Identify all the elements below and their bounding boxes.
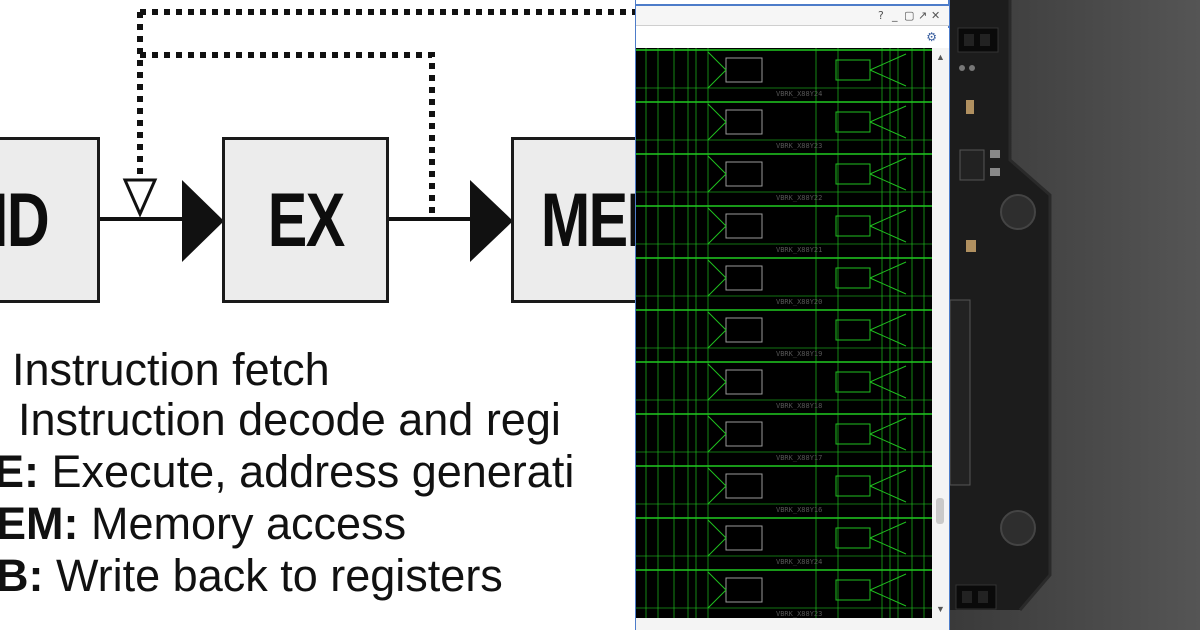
- fanout-route: [707, 363, 907, 401]
- logic-tile: [835, 163, 871, 185]
- legend-ex: E: Execute, address generati: [0, 446, 575, 497]
- fanout-route: [707, 207, 907, 245]
- scroll-up-icon[interactable]: ▲: [936, 52, 945, 62]
- help-button[interactable]: ?: [878, 9, 884, 22]
- tile-label: VBRK_X88Y23: [776, 142, 822, 150]
- tile-label: VBRK_X88Y22: [776, 194, 822, 202]
- circuit-board-photo: [950, 0, 1200, 630]
- fanout-route: [707, 311, 907, 349]
- logic-tile: [835, 579, 871, 601]
- tile-label: VBRK_X88Y17: [776, 454, 822, 462]
- horizontal-scrollbar[interactable]: [636, 618, 949, 630]
- fanout-route: [707, 103, 907, 141]
- logic-tile: [725, 213, 763, 239]
- scroll-thumb[interactable]: [936, 498, 944, 524]
- logic-tile: [725, 577, 763, 603]
- fanout-route: [707, 467, 907, 505]
- tile-label: VBRK_X88Y21: [776, 246, 822, 254]
- legend-id: Instruction decode and regi: [18, 394, 561, 445]
- fanout-route: [707, 51, 907, 89]
- fanout-route: [707, 259, 907, 297]
- fanout-route: [707, 155, 907, 193]
- logic-tile: [725, 265, 763, 291]
- stage-label-id: ID: [0, 177, 50, 263]
- float-button[interactable]: ↗: [918, 9, 928, 22]
- tile-label: VBRK_X88Y24: [776, 558, 822, 566]
- stage-box-id: ID: [0, 137, 100, 303]
- logic-tile: [725, 161, 763, 187]
- minimize-button[interactable]: _: [892, 9, 898, 22]
- logic-tile: [835, 59, 871, 81]
- pipeline-connectors: [100, 9, 635, 262]
- board-graphics: [950, 0, 1200, 630]
- logic-tile: [725, 473, 763, 499]
- logic-tile: [835, 423, 871, 445]
- logic-tile: [835, 319, 871, 341]
- fanout-route: [707, 571, 907, 609]
- logic-tile: [835, 371, 871, 393]
- stage-label-ex: EX: [267, 177, 346, 263]
- fanout-route: [707, 519, 907, 557]
- gear-icon[interactable]: ⚙: [926, 30, 937, 44]
- logic-tile: [725, 57, 763, 83]
- fanout-route: [707, 415, 907, 453]
- window-titlebar[interactable]: ? _ ▢ ↗ ✕: [636, 4, 949, 26]
- stage-box-ex: EX: [222, 137, 389, 303]
- vertical-scrollbar[interactable]: ▲ ▼: [932, 48, 949, 620]
- view-toolbar: ⚙: [636, 28, 949, 48]
- legend-mem: EM: Memory access: [0, 498, 407, 549]
- logic-tile: [835, 527, 871, 549]
- logic-tile: [725, 317, 763, 343]
- logic-tile: [725, 369, 763, 395]
- logic-tile: [725, 109, 763, 135]
- tile-label: VBRK_X88Y18: [776, 402, 822, 410]
- logic-tile: [835, 475, 871, 497]
- logic-tile: [835, 267, 871, 289]
- close-button[interactable]: ✕: [931, 9, 941, 22]
- restore-button[interactable]: ▢: [904, 9, 915, 22]
- scroll-down-icon[interactable]: ▼: [936, 604, 945, 614]
- logic-tile: [725, 421, 763, 447]
- tile-label: VBRK_X88Y24: [776, 90, 822, 98]
- tile-label: VBRK_X88Y19: [776, 350, 822, 358]
- pipeline-diagram: ID EX MEM Instruction fetch Instruction …: [0, 9, 635, 601]
- logic-tile: [725, 525, 763, 551]
- tile-label: VBRK_X88Y20: [776, 298, 822, 306]
- tile-label: VBRK_X88Y16: [776, 506, 822, 514]
- legend-if: Instruction fetch: [12, 344, 330, 395]
- legend-wb: B: Write back to registers: [0, 550, 503, 601]
- stage-box-mem: MEM: [511, 137, 635, 303]
- logic-tile: [835, 215, 871, 237]
- routing-graphics: VBRK_X88Y24VBRK_X88Y23VBRK_X88Y22VBRK_X8…: [636, 48, 932, 620]
- logic-tile: [835, 111, 871, 133]
- stage-label-mem: MEM: [540, 177, 635, 263]
- tile-label: VBRK_X88Y23: [776, 610, 822, 618]
